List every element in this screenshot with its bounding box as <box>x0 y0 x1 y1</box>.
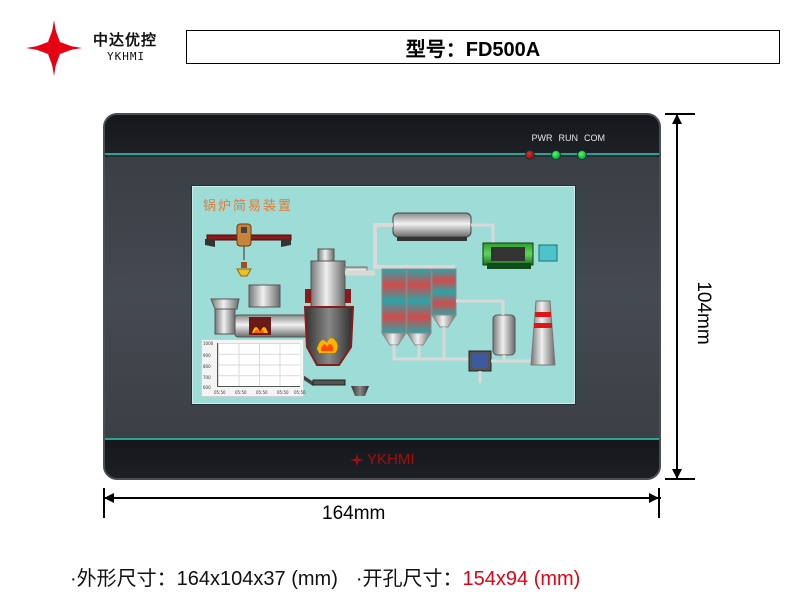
height-dimension-label: 104mm <box>693 281 714 345</box>
y-tick: 1000 <box>203 341 214 346</box>
arrow-left-icon <box>104 493 114 503</box>
indicator-labels: PWR RUN COM <box>532 133 606 143</box>
boiler-process-diagram <box>205 212 558 396</box>
pwr-label: PWR <box>531 133 553 143</box>
ykhmi-logo-icon <box>350 452 364 467</box>
arrow-down-icon <box>672 469 682 479</box>
arrow-right-icon <box>649 493 659 503</box>
dimension-tick-bottom <box>665 478 695 480</box>
com-led-icon <box>577 150 587 160</box>
outer-size-label: ·外形尺寸： <box>70 568 177 590</box>
x-tick: 05:50 <box>256 390 268 395</box>
run-led-icon <box>551 150 561 160</box>
hmi-screen[interactable]: 锅炉简易装置 <box>191 185 576 405</box>
y-tick: 800 <box>203 364 211 369</box>
width-dimension-label: 164mm <box>322 503 386 524</box>
x-tick: 05:50 <box>277 390 289 395</box>
model-label: 型号：FD500A <box>405 38 541 61</box>
arrow-up-icon <box>672 114 682 124</box>
screen-title: 锅炉简易装置 <box>203 199 294 214</box>
y-tick: 600 <box>203 385 211 390</box>
bezel-brand-text: YKHMI <box>367 451 415 468</box>
ykhmi-logo-icon <box>26 20 82 76</box>
y-tick: 900 <box>203 353 211 358</box>
brand-name-en: YKHMI <box>107 50 146 63</box>
cutout-size-value: 154x94 (mm) <box>462 568 581 590</box>
bottom-bezel-strip <box>105 438 659 478</box>
x-tick: 05:50 <box>294 390 306 395</box>
cutout-size-label: ·开孔尺寸： <box>355 568 463 590</box>
top-bezel-strip <box>105 115 659 155</box>
pwr-led-icon <box>525 150 535 160</box>
com-label: COM <box>584 133 605 143</box>
trend-chart: 1000 900 800 700 600 05:50 05:50 05:50 0… <box>201 339 306 397</box>
outer-size-value: 164x104x37 (mm) <box>176 568 338 590</box>
x-tick: 05:50 <box>235 390 247 395</box>
bezel-logo: YKHMI <box>350 451 415 468</box>
brand-name-cn: 中达优控 <box>93 31 158 49</box>
model-box: 型号：FD500A <box>186 30 780 64</box>
crane-icon <box>205 223 292 277</box>
height-dimension-line <box>676 114 678 479</box>
dimension-tick-right <box>658 488 660 518</box>
y-tick: 700 <box>203 375 211 380</box>
dimension-tick-left <box>103 488 105 518</box>
run-label: RUN <box>558 133 579 143</box>
trend-plot-area <box>217 343 300 387</box>
spec-line: ·外形尺寸：164x104x37 (mm) ·开孔尺寸：154x94 (mm) <box>70 562 580 591</box>
width-dimension-line <box>103 497 661 499</box>
x-tick: 05:50 <box>214 390 226 395</box>
